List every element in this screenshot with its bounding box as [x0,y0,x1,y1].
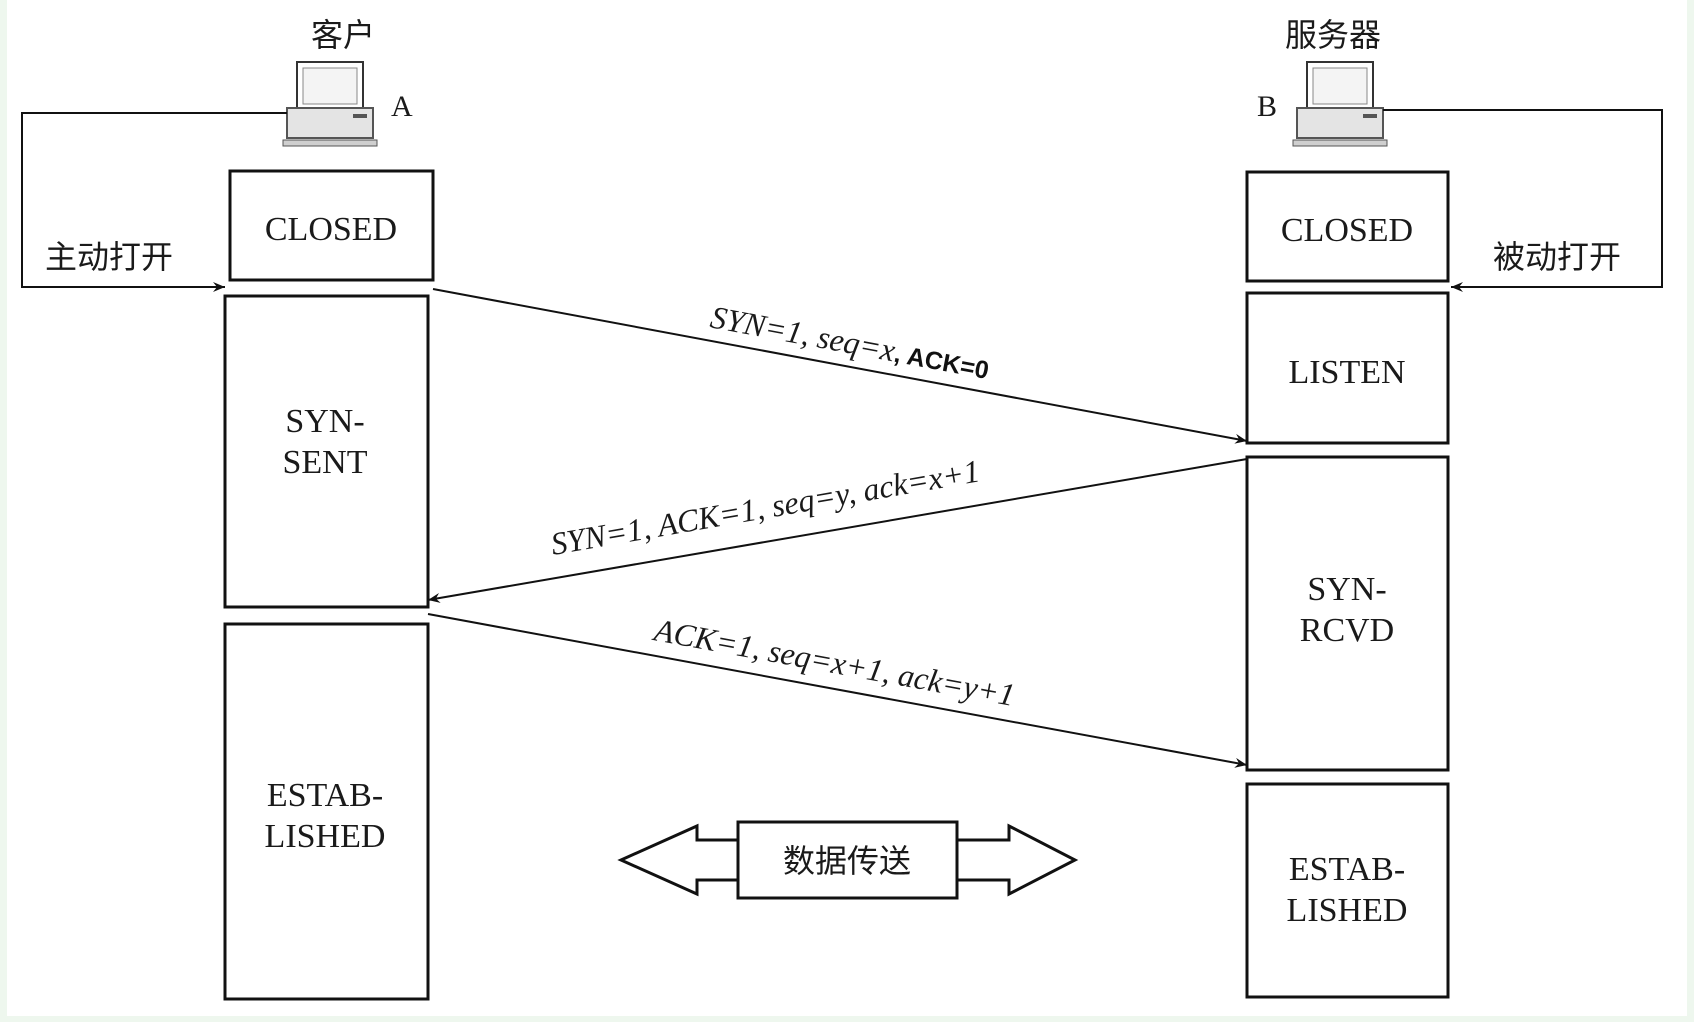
data-transfer-box [736,820,959,900]
server-closed-label: CLOSED [1281,212,1413,249]
client-established-line2: LISHED [265,818,386,855]
server-established-line2: LISHED [1287,892,1408,929]
client-syn-sent-line1: SYN- [285,403,364,440]
server-established-line1: ESTAB- [1289,851,1405,888]
server-title: 服务器 [1285,16,1381,54]
ack-arrow [427,613,1248,768]
client-state-closed [228,169,435,282]
server-syn-rcvd-line1: SYN- [1307,571,1386,608]
server-state-listen [1245,291,1450,445]
client-computer-icon [282,61,378,147]
data-transfer-right-arrow [955,823,1079,897]
server-state-closed [1245,170,1450,283]
active-open-line [21,112,287,292]
diagram-canvas: 客户 服务器 A B 主动打开 被动打开 CLOSED SYN- SENT ES… [21,16,1663,1001]
server-syn-rcvd-line2: RCVD [1300,612,1394,649]
ack-message-label: ACK=1, seq=x+1, ack=y+1 [650,611,1018,713]
syn-message-label: SYN=1, seq=x, ACK=0 [708,298,993,385]
client-established-line1: ESTAB- [267,777,383,814]
passive-open-line [1383,109,1663,292]
server-state-established [1245,782,1450,999]
syn-ack-arrow [427,458,1248,603]
server-computer-icon [1292,61,1388,147]
active-open-label: 主动打开 [45,238,173,276]
client-title: 客户 [311,16,375,54]
syn-arrow [432,288,1248,444]
server-listen-label: LISTEN [1288,354,1405,391]
server-letter: B [1257,90,1277,123]
passive-open-label: 被动打开 [1493,238,1621,276]
data-transfer-left-arrow [617,823,740,897]
client-letter: A [391,90,413,123]
client-closed-label: CLOSED [265,211,397,248]
client-state-syn-sent [223,294,430,609]
syn-ack-message-label: SYN=1, ACK=1, seq=y, ack=x+1 [548,452,982,561]
server-state-syn-rcvd [1245,455,1450,772]
tcp-handshake-diagram: 客户 服务器 A B 主动打开 被动打开 CLOSED SYN- SENT ES… [7,0,1687,1016]
client-state-established [223,622,430,1001]
client-syn-sent-line2: SENT [283,444,368,481]
data-transfer-label: 数据传送 [783,842,911,880]
